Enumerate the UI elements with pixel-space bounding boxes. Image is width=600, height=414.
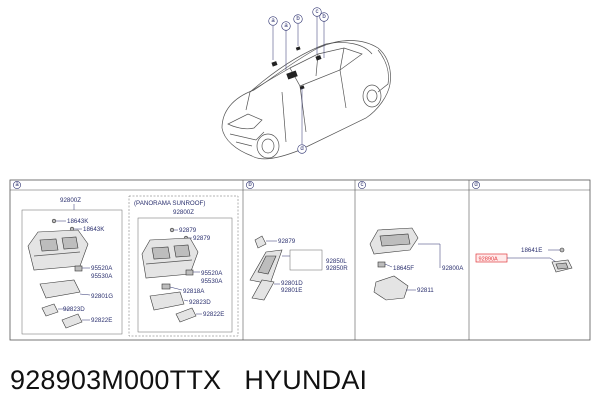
part-label-c-3[interactable]: 92811 bbox=[417, 287, 434, 294]
part-label-pano-7[interactable]: 92822E bbox=[203, 311, 224, 318]
svg-text:a: a bbox=[15, 182, 19, 188]
section-panorama: (PANORAMA SUNROOF) 92800Z 92879 92879 95… bbox=[128, 195, 239, 337]
part-label-pano-1[interactable]: 92879 bbox=[179, 227, 197, 234]
part-label-a-4[interactable]: 95530A bbox=[91, 273, 113, 280]
callout-b-top[interactable]: b bbox=[293, 14, 303, 24]
rear-room-lamp-marker bbox=[315, 55, 322, 61]
callout-a-top[interactable]: a bbox=[268, 16, 278, 26]
callout-c-top[interactable]: c bbox=[312, 7, 322, 17]
console-lens[interactable] bbox=[39, 279, 81, 299]
svg-text:b: b bbox=[248, 182, 252, 188]
map-lamp-marker bbox=[271, 61, 278, 67]
part-label-d-1[interactable]: 18641E bbox=[521, 247, 542, 254]
part-label-a-5[interactable]: 92801G bbox=[91, 293, 113, 300]
svg-text:c: c bbox=[316, 9, 319, 15]
part-label-b-3[interactable]: 92850R bbox=[326, 265, 348, 272]
section-tag-d[interactable]: d bbox=[472, 181, 480, 189]
door-lamp-marker bbox=[299, 85, 305, 90]
panorama-lens[interactable] bbox=[149, 291, 185, 311]
car-illustration bbox=[221, 40, 391, 160]
section-tag-a[interactable]: a bbox=[13, 181, 21, 189]
room-lamp-lens[interactable] bbox=[373, 275, 409, 301]
section-b: 92879 92850L 92850R 92801D 92801E bbox=[249, 235, 348, 301]
section-tag-b[interactable]: b bbox=[246, 181, 254, 189]
part-label-c-1[interactable]: 18645F bbox=[393, 265, 414, 272]
part-label-pano-2[interactable]: 92879 bbox=[193, 235, 211, 242]
section-a: 92800Z 18643K 18643K 95520A 95530A 92801… bbox=[21, 197, 123, 335]
map-lamp-lens[interactable] bbox=[251, 279, 275, 301]
svg-text:a: a bbox=[284, 23, 288, 29]
part-label-pano-top[interactable]: 92800Z bbox=[173, 209, 194, 216]
svg-text:d: d bbox=[300, 146, 303, 152]
highlighted-part-label[interactable]: 92890A bbox=[479, 257, 499, 263]
svg-text:c: c bbox=[361, 182, 364, 188]
caption: 928903M000TTX HYUNDAI bbox=[10, 365, 367, 396]
section-tag-c[interactable]: c bbox=[358, 181, 366, 189]
part-label-b-5[interactable]: 92801E bbox=[281, 287, 302, 294]
panel-frame bbox=[9, 179, 591, 341]
part-label-b-2[interactable]: 92850L bbox=[326, 258, 347, 265]
part-label-pano-3[interactable]: 95520A bbox=[201, 270, 223, 277]
svg-text:a: a bbox=[271, 18, 275, 24]
part-label-pano-6[interactable]: 92823D bbox=[189, 299, 211, 306]
svg-text:b: b bbox=[322, 14, 326, 20]
part-label-b-1[interactable]: 92879 bbox=[278, 238, 296, 245]
part-label-a-top[interactable]: 92800Z bbox=[60, 197, 81, 204]
part-label-a-1[interactable]: 18643K bbox=[67, 218, 89, 225]
room-lamp-marker bbox=[295, 46, 301, 51]
section-d: 92890A 18641E bbox=[475, 247, 573, 273]
part-label-pano-4[interactable]: 95530A bbox=[201, 278, 223, 285]
callout-d-bottom[interactable]: d bbox=[297, 144, 307, 154]
part-label-a-2[interactable]: 18643K bbox=[83, 226, 105, 233]
callout-leaders bbox=[272, 16, 325, 144]
panorama-title: (PANORAMA SUNROOF) bbox=[134, 200, 205, 207]
part-label-c-2[interactable]: 92800A bbox=[442, 265, 464, 272]
callout-a-second[interactable]: a bbox=[281, 21, 291, 31]
caption-part-number: 928903M000TTX bbox=[10, 365, 222, 395]
part-label-a-6[interactable]: 92823D bbox=[63, 306, 85, 313]
part-label-a-7[interactable]: 92822E bbox=[91, 317, 112, 324]
callout-b-second[interactable]: b bbox=[319, 12, 329, 22]
section-c: 18645F 92800A 92811 bbox=[369, 227, 464, 301]
part-label-b-4[interactable]: 92801D bbox=[281, 280, 303, 287]
part-label-pano-5[interactable]: 92818A bbox=[183, 288, 205, 295]
svg-text:d: d bbox=[474, 182, 477, 188]
part-label-a-3[interactable]: 95520A bbox=[91, 265, 113, 272]
overhead-console-lamp-marker bbox=[286, 70, 298, 80]
svg-text:b: b bbox=[296, 16, 300, 22]
caption-brand: HYUNDAI bbox=[244, 365, 368, 395]
